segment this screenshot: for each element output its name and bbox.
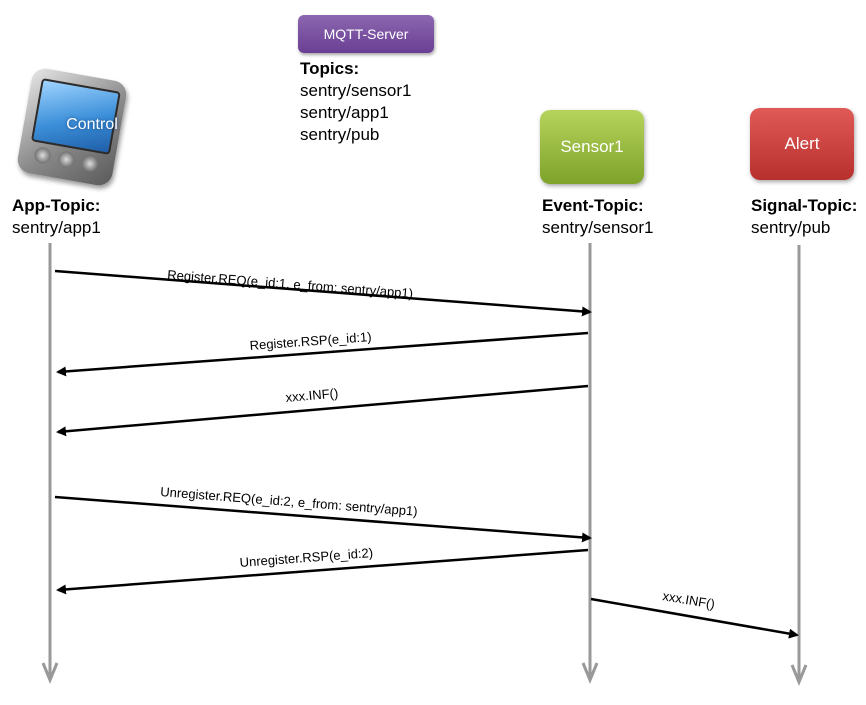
sensor-lifeline-arrowhead — [581, 662, 599, 684]
message-label: xxx.INF() — [285, 385, 339, 405]
topic-item: sentry/pub — [300, 125, 380, 144]
message-arrow — [54, 495, 592, 543]
sensor-topic: Event-Topic: sentry/sensor1 — [542, 195, 654, 239]
message-arrow — [56, 331, 589, 377]
topic-item: sentry/sensor1 — [300, 81, 412, 100]
sensor-topic-title: Event-Topic: — [542, 196, 644, 215]
control-lifeline-arrowhead — [41, 662, 59, 684]
message-label: Unregister.RSP(e_id:2) — [239, 545, 373, 570]
control-device-icon: Control — [15, 66, 130, 188]
message-arrow — [56, 384, 589, 437]
control-topic-title: App-Topic: — [12, 196, 101, 215]
alert-topic: Signal-Topic: sentry/pub — [751, 195, 857, 239]
alert-box: Alert — [750, 108, 854, 180]
control-topic-value: sentry/app1 — [12, 218, 101, 237]
server-topics: Topics: sentry/sensor1 sentry/app1 sentr… — [300, 58, 412, 146]
alert-topic-value: sentry/pub — [751, 218, 831, 237]
sensor-topic-value: sentry/sensor1 — [542, 218, 654, 237]
message-arrow — [56, 548, 589, 595]
message-arrow — [590, 597, 799, 639]
topics-title: Topics: — [300, 59, 360, 78]
message-arrow — [54, 269, 592, 317]
message-label: Register.REQ(e_id:1, e_from: sentry/app1… — [167, 267, 414, 301]
message-label: xxx.INF() — [662, 588, 716, 611]
alert-topic-title: Signal-Topic: — [751, 196, 858, 215]
control-topic: App-Topic: sentry/app1 — [12, 195, 101, 239]
control-label: Control — [66, 116, 118, 133]
mqtt-server-badge: MQTT-Server — [298, 15, 434, 53]
topic-item: sentry/app1 — [300, 103, 389, 122]
sensor-box: Sensor1 — [540, 110, 644, 184]
message-label: Unregister.REQ(e_id:2, e_from: sentry/ap… — [160, 484, 418, 519]
alert-lifeline-arrowhead — [790, 664, 808, 686]
